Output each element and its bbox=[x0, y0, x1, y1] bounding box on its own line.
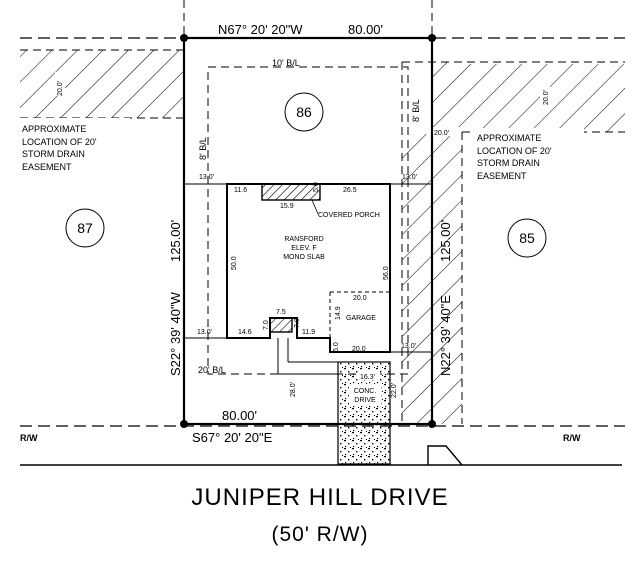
svg-text:LOCATION OF 20': LOCATION OF 20' bbox=[477, 146, 552, 156]
setback-side-left: 8' B/L bbox=[198, 137, 208, 160]
setback-side-right: 8' B/L bbox=[411, 99, 421, 122]
building-setback-lines bbox=[207, 66, 409, 375]
bearing-west: S22° 39' 40"W bbox=[168, 291, 183, 376]
bearing-east: N22° 39' 40"E bbox=[438, 295, 453, 376]
corner-ne bbox=[428, 34, 436, 42]
dim-top-left-offset: 13.0' bbox=[199, 174, 214, 181]
dim-14-9: 14.9 bbox=[335, 306, 342, 320]
easement-right-offset: 20.0' bbox=[434, 130, 449, 137]
svg-text:MONO SLAB: MONO SLAB bbox=[283, 254, 325, 261]
dim-14-6: 14.6 bbox=[238, 329, 252, 336]
dim-7-5: 7.5 bbox=[276, 309, 286, 316]
street-row: (50' R/W) bbox=[271, 523, 368, 546]
bearing-south: S67° 20' 20"E bbox=[192, 430, 273, 445]
curb-cut bbox=[427, 445, 463, 466]
easement-right-hatch: 20.0' 20.0' bbox=[401, 61, 625, 424]
front-walk bbox=[277, 338, 338, 375]
corner-nw bbox=[180, 34, 188, 42]
dim-16-3: 16.3' bbox=[360, 374, 375, 381]
svg-text:86: 86 bbox=[296, 104, 312, 120]
porch-leader bbox=[311, 199, 319, 215]
easement-note-right: APPROXIMATE LOCATION OF 20' STORM DRAIN … bbox=[477, 133, 552, 181]
distance-south: 80.00' bbox=[222, 408, 257, 423]
lot-boundary bbox=[182, 36, 434, 426]
lot-86-marker: 86 bbox=[284, 92, 324, 132]
dim-15-9: 15.9 bbox=[280, 203, 294, 210]
porch-label: COVERED PORCH bbox=[318, 212, 380, 219]
lot-85-marker: 85 bbox=[507, 218, 547, 258]
svg-text:RANSFORD: RANSFORD bbox=[284, 236, 323, 243]
distance-north: 80.00' bbox=[348, 22, 383, 37]
dim-7-0-b: 7.0 bbox=[294, 318, 301, 328]
svg-text:85: 85 bbox=[519, 230, 535, 246]
dim-50-0: 50.0 bbox=[231, 256, 238, 270]
drive-label-1: CONC. bbox=[354, 388, 377, 395]
easement-right-width: 20.0' bbox=[543, 90, 550, 105]
dim-11-9: 11.9 bbox=[302, 329, 315, 336]
covered-porch bbox=[261, 183, 321, 201]
front-stoop bbox=[269, 317, 293, 333]
rw-label-right: R/W bbox=[563, 433, 581, 443]
distance-west: 125.00' bbox=[168, 220, 183, 262]
dim-5-0: 5.0 bbox=[313, 182, 320, 192]
dim-bottom-right-offset: 13.0' bbox=[401, 343, 416, 350]
svg-text:STORM DRAIN: STORM DRAIN bbox=[22, 149, 85, 159]
dim-22-0: 22.0' bbox=[391, 383, 398, 398]
svg-text:APPROXIMATE: APPROXIMATE bbox=[22, 124, 86, 134]
easement-note-left: APPROXIMATE LOCATION OF 20' STORM DRAIN … bbox=[22, 124, 97, 172]
dim-front-20-0: 20.0 bbox=[352, 346, 366, 353]
svg-text:STORM DRAIN: STORM DRAIN bbox=[477, 158, 540, 168]
house-label: RANSFORD ELEV. F MONO SLAB bbox=[283, 236, 325, 261]
drive-label-2: DRIVE bbox=[354, 397, 376, 404]
dim-56-0: 56.0 bbox=[383, 266, 390, 280]
svg-text:EASEMENT: EASEMENT bbox=[22, 162, 72, 172]
easement-left-width: 20.0' bbox=[57, 81, 64, 96]
distance-east: 125.00' bbox=[438, 220, 453, 262]
corner-se bbox=[428, 420, 436, 428]
svg-text:APPROXIMATE: APPROXIMATE bbox=[477, 133, 541, 143]
bearing-north: N67° 20' 20"W bbox=[218, 22, 303, 37]
dim-7-0-a: 7.0 bbox=[263, 320, 270, 330]
svg-text:ELEV. F: ELEV. F bbox=[291, 245, 316, 252]
svg-text:87: 87 bbox=[77, 220, 93, 236]
dim-bottom-left-offset: 13.0' bbox=[197, 329, 212, 336]
dim-6-0: 6.0 bbox=[333, 342, 340, 352]
svg-text:EASEMENT: EASEMENT bbox=[477, 171, 527, 181]
svg-text:LOCATION OF 20': LOCATION OF 20' bbox=[22, 137, 97, 147]
setback-front: 20' B/L bbox=[198, 365, 226, 375]
garage-label: GARAGE bbox=[346, 315, 376, 322]
dim-28-0: 28.0' bbox=[290, 382, 297, 397]
lot-87-marker: 87 bbox=[65, 208, 105, 248]
dim-11-6: 11.6 bbox=[234, 187, 247, 194]
house-footprint bbox=[226, 183, 391, 353]
dim-26-5: 26.5 bbox=[343, 187, 357, 194]
easement-left-hatch: 20.0' bbox=[20, 49, 184, 119]
rw-label-left: R/W bbox=[20, 433, 38, 443]
corner-sw bbox=[180, 420, 188, 428]
dim-garage-20-0: 20.0 bbox=[353, 295, 367, 302]
dim-top-right-offset: 13.0' bbox=[402, 174, 417, 181]
street-name: JUNIPER HILL DRIVE bbox=[191, 484, 448, 511]
setback-rear: 10' B/L bbox=[272, 58, 300, 68]
